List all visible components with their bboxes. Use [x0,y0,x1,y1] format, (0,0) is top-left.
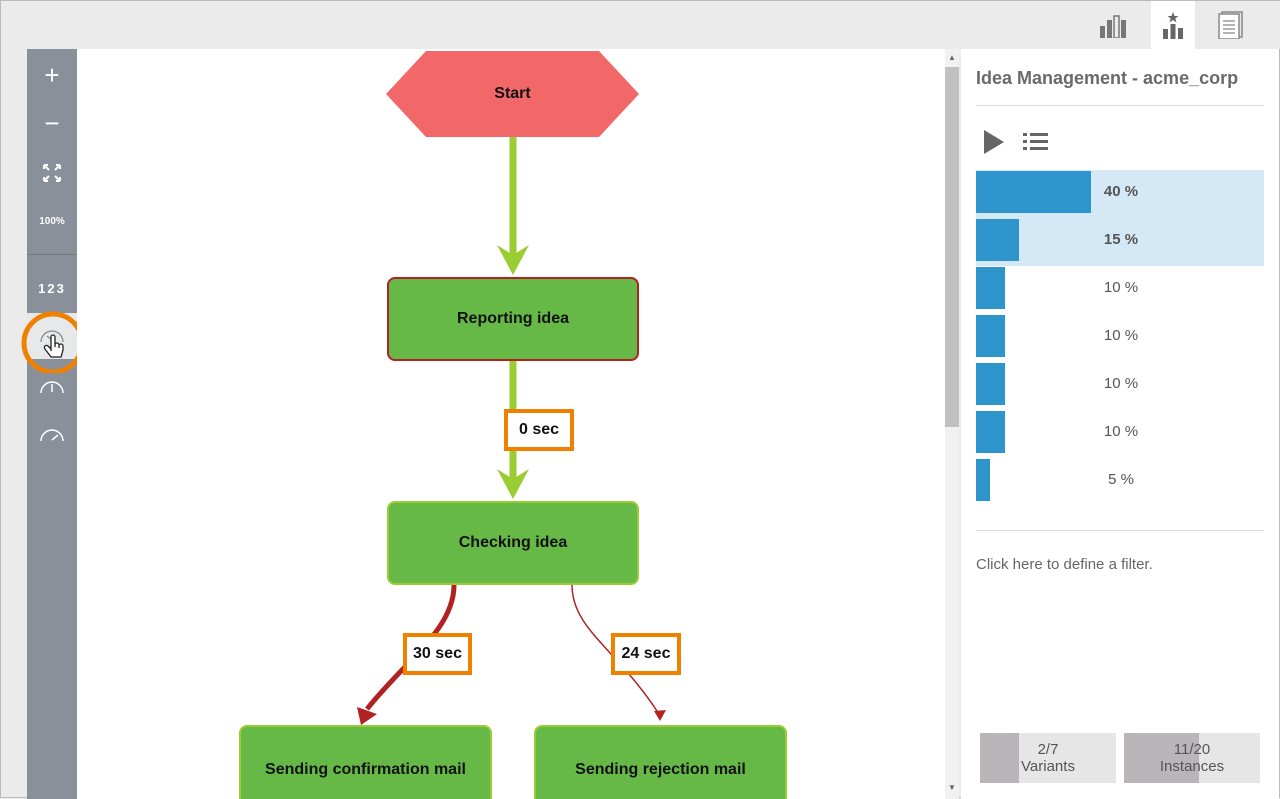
vertical-scrollbar[interactable]: ▲ ▼ [945,49,959,799]
tab-report[interactable] [1209,1,1253,49]
zoom-in-button[interactable]: + [44,59,60,90]
divider [976,105,1264,106]
tab-variants[interactable] [1151,1,1195,49]
variant-percent: 15 % [1103,231,1139,248]
panel-title: Idea Management - acme_corp [976,68,1239,88]
instances-counter[interactable]: 11/20 Instances [1124,733,1260,783]
edge-duration-label: 0 sec [504,409,574,451]
activity-checking-idea[interactable]: Checking idea [387,501,639,585]
variants-fill [980,733,1019,783]
variant-bar [976,171,1092,213]
scroll-down-icon[interactable]: ▼ [948,783,956,792]
arrowhead [497,469,529,499]
fit-screen-button[interactable] [27,149,77,197]
list-icon[interactable] [1023,132,1049,152]
variant-bar [976,363,1005,405]
variant-percent: 10 % [1103,279,1139,296]
fit-screen-icon [43,164,61,182]
activity-reporting-idea[interactable]: Reporting idea [387,277,639,361]
edge-checking-rejection [571,584,660,715]
hand-cursor-icon [43,334,64,358]
define-filter-link[interactable]: Click here to define a filter. [976,556,1153,573]
document-icon [1218,11,1243,39]
speedometer-medium-icon [40,381,64,394]
variant-row[interactable]: 10 % [976,267,1264,309]
scrollbar-thumb[interactable] [945,67,959,427]
variants-panel: Idea Management - acme_corp 40 % 15 % 10 %… [961,49,1279,799]
variant-percent: 40 % [1103,183,1139,200]
instances-label: Instances [1159,758,1225,775]
start-node[interactable]: Start [494,85,531,102]
variant-row[interactable]: 10 % [976,411,1264,453]
speed-fast-button[interactable] [27,411,77,459]
variant-row[interactable]: 40 % [976,171,1264,213]
variants-counter[interactable]: 2/7 Variants [980,733,1116,783]
arrowhead [497,245,529,275]
diagram-toolbar: + − 100% 123 [27,49,77,799]
play-icon[interactable] [983,129,1005,155]
variant-row[interactable]: 15 % [976,219,1264,261]
edge-duration-label: 30 sec [403,633,472,675]
arrowhead [654,710,666,721]
tab-statistics[interactable] [1091,1,1135,49]
speedometer-fast-icon [40,429,64,442]
activity-sending-confirmation-mail[interactable]: Sending confirmation mail [239,725,492,799]
variant-bar [976,411,1005,453]
ranked-chart-icon [1163,12,1183,39]
edge-duration-label: 24 sec [611,633,681,675]
variant-row[interactable]: 10 % [976,315,1264,357]
variants-count: 2/7 [1037,741,1059,758]
variant-row[interactable]: 10 % [976,363,1264,405]
arrowhead [357,707,377,725]
divider [976,530,1264,531]
process-diagram-canvas[interactable]: Start Reporting idea Checking idea Sendi… [77,49,945,799]
variant-bar [976,459,991,501]
start-node-shape [386,51,639,137]
variant-bar [976,267,1005,309]
variant-percent: 5 % [1108,471,1134,488]
toolbar-divider [27,254,77,255]
bar-chart-icon [1100,15,1126,38]
zoom-level-button[interactable]: 100% [39,215,65,227]
variant-percent: 10 % [1103,423,1139,440]
scroll-up-icon[interactable]: ▲ [948,53,956,62]
zoom-out-button[interactable]: − [44,107,60,138]
variant-bar [976,315,1005,357]
variant-row[interactable]: 5 % [976,459,1264,501]
speed-medium-button[interactable] [27,363,77,411]
top-bar [1,1,1280,49]
activity-sending-rejection-mail[interactable]: Sending rejection mail [534,725,787,799]
instances-count: 11/20 [1173,741,1211,758]
variant-bar [976,219,1020,261]
variant-percent: 10 % [1103,327,1139,344]
instances-fill [1124,733,1199,783]
variant-percent: 10 % [1103,375,1139,392]
numbers-button[interactable]: 123 [38,280,66,296]
variants-label: Variants [1021,758,1075,775]
